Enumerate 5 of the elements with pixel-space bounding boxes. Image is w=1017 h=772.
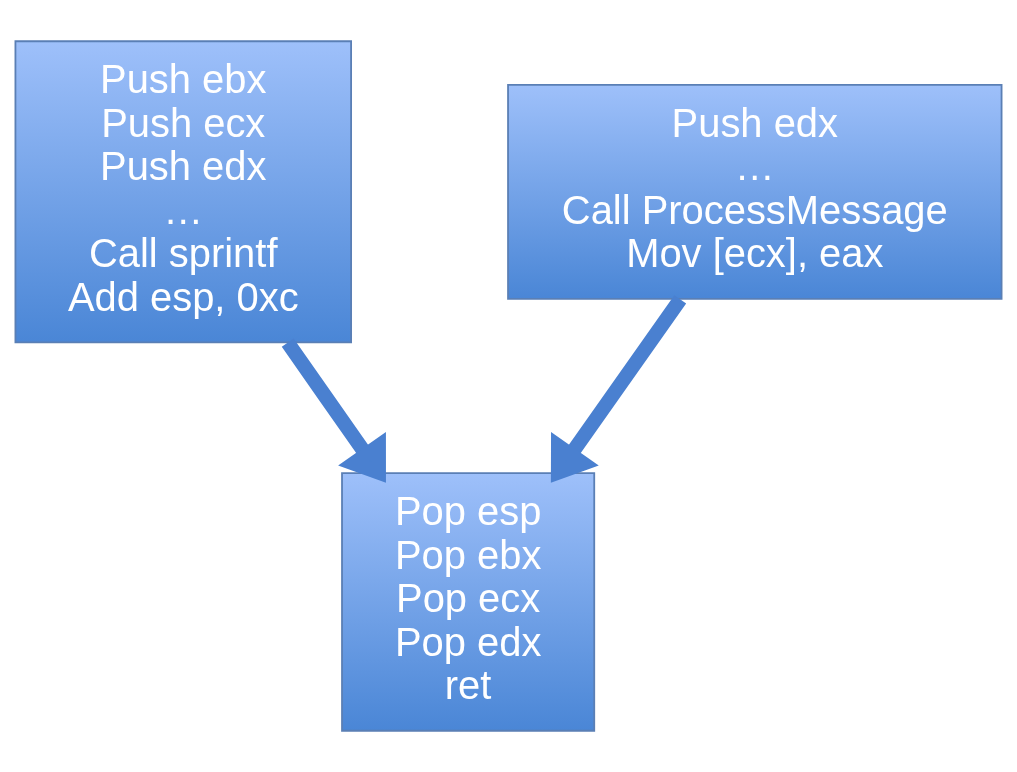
node-box: Push edx … Call ProcessMessage Mov [ecx], eax	[507, 83, 1003, 300]
arrow	[281, 338, 386, 483]
arrow	[550, 295, 687, 483]
node-box: Push ebx Push ecx Push edx … Call sprintf Add esp, 0xc	[14, 40, 352, 344]
node-box: Pop esp Pop ebx Pop ecx Pop edx ret	[341, 472, 596, 732]
